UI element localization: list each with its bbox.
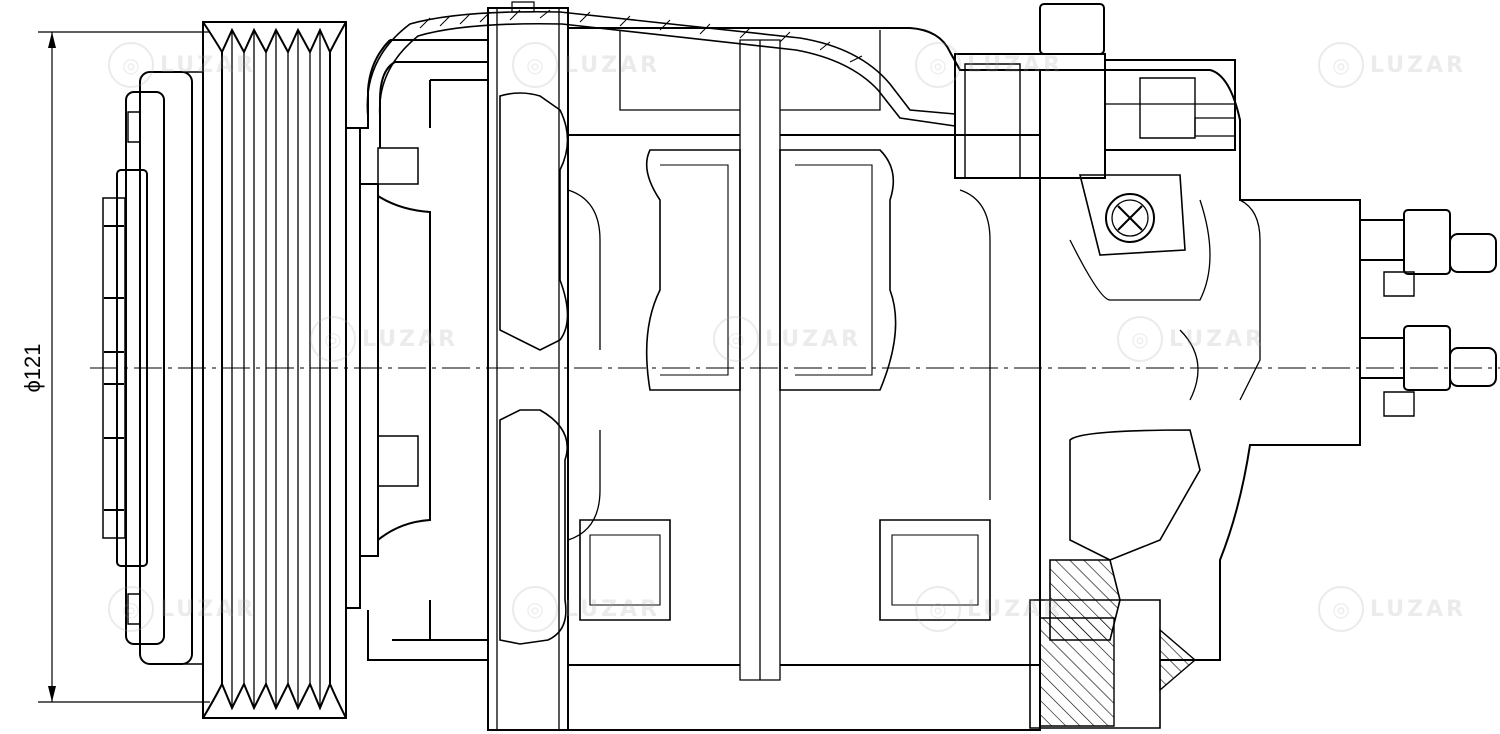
wire-harness <box>367 10 955 126</box>
diameter-label: ϕ121 <box>20 343 45 393</box>
watermark-text: LUZAR <box>160 52 257 78</box>
watermark-text: LUZAR <box>564 52 661 78</box>
luzar-dragon-logo-icon: ◎ <box>512 42 558 88</box>
watermark-text: LUZAR <box>1169 326 1266 352</box>
watermark: ◎ LUZAR <box>915 586 1063 632</box>
watermark-text: LUZAR <box>967 52 1064 78</box>
watermark: ◎ LUZAR <box>108 42 256 88</box>
watermark: ◎ LUZAR <box>310 316 458 362</box>
watermark-text: LUZAR <box>765 326 862 352</box>
refrigerant-ports <box>1360 210 1496 416</box>
watermark-text: LUZAR <box>1370 596 1467 622</box>
mounting-boss <box>1030 560 1195 728</box>
watermark: ◎ LUZAR <box>1117 316 1265 362</box>
luzar-dragon-logo-icon: ◎ <box>915 42 961 88</box>
luzar-dragon-logo-icon: ◎ <box>713 316 759 362</box>
watermark: ◎ LUZAR <box>512 42 660 88</box>
luzar-dragon-logo-icon: ◎ <box>1318 586 1364 632</box>
luzar-dragon-logo-icon: ◎ <box>310 316 356 362</box>
watermark-text: LUZAR <box>160 596 257 622</box>
watermark-text: LUZAR <box>564 596 661 622</box>
electrical-connector <box>955 4 1235 178</box>
rear-head <box>1040 70 1360 660</box>
watermark: ◎ LUZAR <box>713 316 861 362</box>
watermark-text: LUZAR <box>1370 52 1467 78</box>
luzar-dragon-logo-icon: ◎ <box>1117 316 1163 362</box>
luzar-dragon-logo-icon: ◎ <box>1318 42 1364 88</box>
watermark: ◎ LUZAR <box>1318 586 1466 632</box>
cylinder-flange <box>488 2 568 730</box>
luzar-dragon-logo-icon: ◎ <box>915 586 961 632</box>
watermark-text: LUZAR <box>362 326 459 352</box>
watermark: ◎ LUZAR <box>1318 42 1466 88</box>
luzar-dragon-logo-icon: ◎ <box>512 586 558 632</box>
clutch-hub <box>103 72 192 664</box>
watermark: ◎ LUZAR <box>915 42 1063 88</box>
watermark: ◎ LUZAR <box>108 586 256 632</box>
luzar-dragon-logo-icon: ◎ <box>108 586 154 632</box>
watermark-text: LUZAR <box>967 596 1064 622</box>
diameter-dimension <box>38 32 210 702</box>
screw-icon <box>1106 194 1154 242</box>
watermark: ◎ LUZAR <box>512 586 660 632</box>
luzar-dragon-logo-icon: ◎ <box>108 42 154 88</box>
pulley <box>184 22 346 718</box>
